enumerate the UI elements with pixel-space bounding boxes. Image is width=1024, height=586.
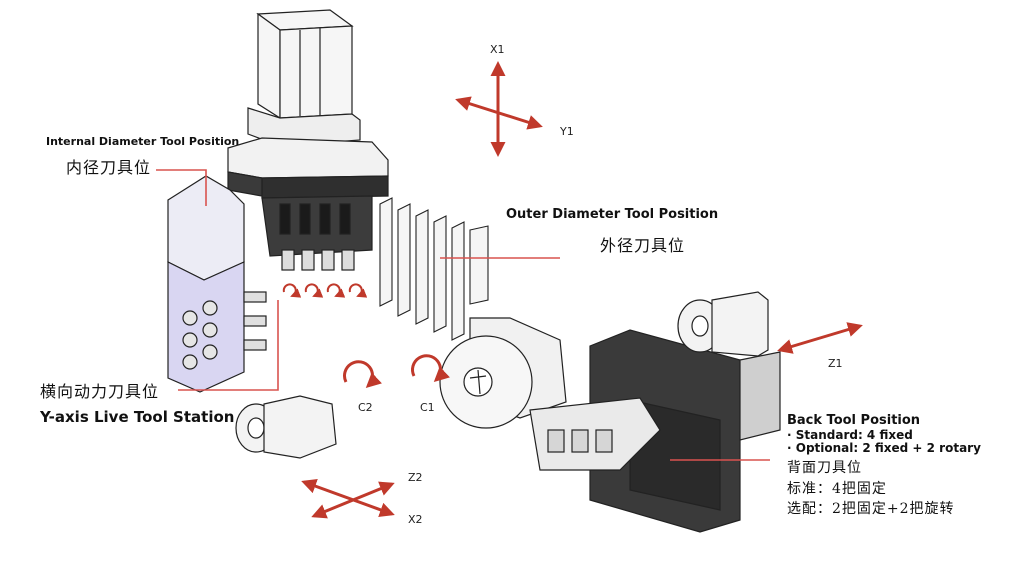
axis-z1-label: Z1 (828, 357, 843, 370)
outer-tool-gang (379, 197, 489, 341)
axis-c2-label: C2 (358, 401, 373, 414)
back-tool-standard-en: · Standard: 4 fixed (787, 428, 913, 442)
back-tool-optional-zh: 选配：2把固定+2把旋转 (787, 501, 955, 517)
back-tool-standard-zh: 标准：4把固定 (787, 481, 887, 497)
x2-arrow (311, 481, 395, 519)
back-tool-block (529, 329, 781, 533)
axis-x2-label: X2 (408, 513, 423, 526)
internal-diameter-label-en: Internal Diameter Tool Position (46, 135, 240, 148)
outer-diameter-label-en: Outer Diameter Tool Position (506, 207, 719, 222)
live-tool-label-zh: 横向动力刀具位 (40, 382, 160, 401)
z2-arrow (301, 479, 395, 517)
outer-diameter-label-zh: 外径刀具位 (600, 236, 686, 255)
axis-y1-label: Y1 (560, 125, 574, 138)
back-tool-optional-en: · Optional: 2 fixed + 2 rotary (787, 441, 981, 455)
main-spindle-flange (439, 317, 567, 429)
live-tool-label-en: Y-axis Live Tool Station (40, 408, 235, 426)
axis-arrows (282, 61, 863, 519)
back-tool-label-en: Back Tool Position (787, 413, 921, 428)
turret-head (227, 137, 389, 271)
axis-x1-label: X1 (490, 43, 505, 56)
internal-diameter-label-zh: 内径刀具位 (66, 158, 152, 177)
collet-right (677, 291, 769, 357)
spindle-motor (247, 9, 361, 147)
back-tool-label-zh: 背面刀具位 (787, 460, 862, 476)
c1-rotation-arrow (411, 354, 450, 383)
leader-lines (156, 169, 770, 461)
axis-c1-label: C1 (420, 401, 435, 414)
y1-arrow (455, 96, 543, 130)
collet-left (235, 395, 337, 459)
live-tool-block (167, 175, 267, 393)
c2-rotation-arrow (343, 360, 382, 389)
internal-leader (156, 169, 207, 206)
axis-z2-label: Z2 (408, 471, 423, 484)
live-leader (178, 300, 279, 391)
z1-arrow (777, 322, 863, 354)
